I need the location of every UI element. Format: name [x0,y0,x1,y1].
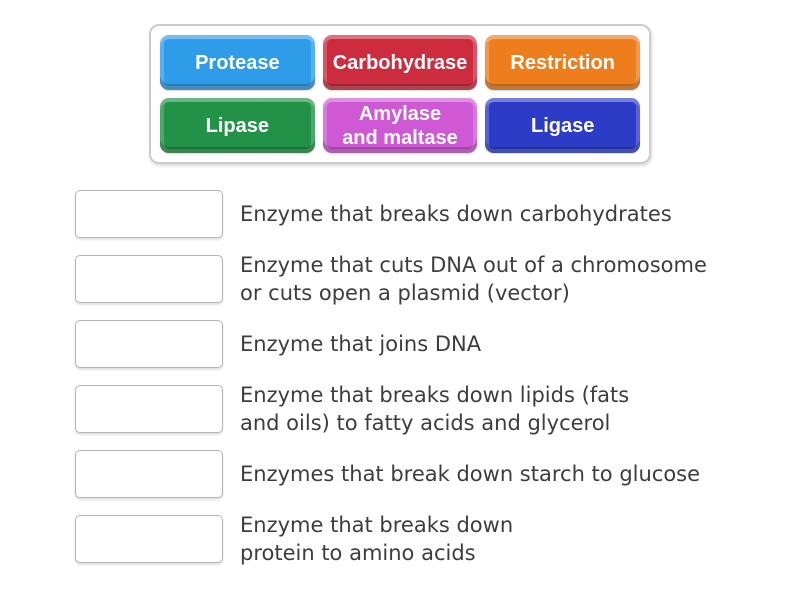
clue-text: Enzymes that break down starch to glucos… [240,462,701,486]
tile-protease[interactable]: Protease [160,35,315,90]
tile-ligase[interactable]: Ligase [485,98,640,153]
answer-drop-slot[interactable] [75,515,223,563]
match-row: Enzyme that cuts DNA out of a chromosome… [75,253,707,305]
answer-drop-slot[interactable] [75,190,223,238]
tile-carbohydrase[interactable]: Carbohydrase [322,35,478,90]
clue-text: Enzyme that joins DNA [240,332,482,356]
match-row: Enzyme that breaks down protein to amino… [75,513,707,565]
clue-text: Enzyme that breaks down protein to amino… [240,513,514,565]
answer-drop-slot[interactable] [75,385,223,433]
tile-restriction[interactable]: Restriction [485,35,640,90]
match-row: Enzyme that breaks down lipids (fats and… [75,383,707,435]
clue-text: Enzyme that breaks down lipids (fats and… [240,383,630,435]
match-row: Enzyme that breaks down carbohydrates [75,190,707,238]
clue-text: Enzyme that breaks down carbohydrates [240,202,672,226]
tile-amylase-and-maltase[interactable]: Amylase and maltase [322,98,478,153]
answer-drop-slot[interactable] [75,255,223,303]
answer-drop-slot[interactable] [75,320,223,368]
match-row: Enzyme that joins DNA [75,320,707,368]
word-bank-panel: Protease Carbohydrase Restriction Lipase… [149,24,651,164]
answer-drop-slot[interactable] [75,450,223,498]
match-rows: Enzyme that breaks down carbohydrates En… [75,190,707,565]
match-row: Enzymes that break down starch to glucos… [75,450,707,498]
tile-lipase[interactable]: Lipase [160,98,315,153]
clue-text: Enzyme that cuts DNA out of a chromosome… [240,253,707,305]
